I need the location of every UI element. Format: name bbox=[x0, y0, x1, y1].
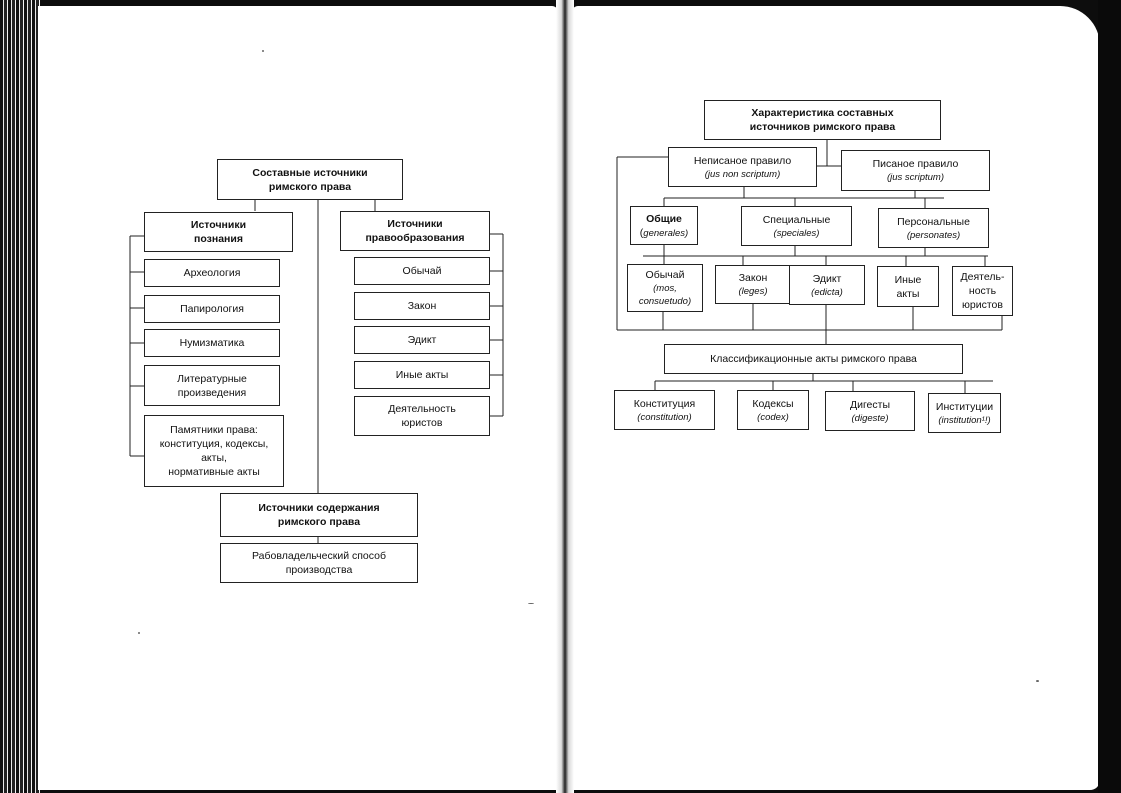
node-jurists-activity: Деятельность юристов bbox=[354, 396, 490, 436]
node-other-acts: Иные акты bbox=[354, 361, 490, 389]
node-composite-sources: Составные источники римского права bbox=[217, 159, 403, 200]
node-constitution: Конституция (constitution) bbox=[614, 390, 715, 430]
node-other-acts-right: Иные акты bbox=[877, 266, 939, 307]
scan-speck bbox=[138, 632, 140, 634]
scan-speck bbox=[262, 50, 264, 52]
node-classification-acts: Классификационные акты римского права bbox=[664, 344, 963, 374]
book-gutter bbox=[556, 0, 574, 793]
node-written-rule: Писаное правило (jus scriptum) bbox=[841, 150, 990, 191]
node-slave-mode-of-production: Рабовладельческий способ производства bbox=[220, 543, 418, 583]
node-archaeology: Археология bbox=[144, 259, 280, 287]
node-literary-works: Литературные произведения bbox=[144, 365, 280, 406]
node-law-leges: Закон (leges) bbox=[715, 265, 791, 304]
node-sources-of-lawmaking: Источники правообразования bbox=[340, 211, 490, 251]
node-special: Специальные (speciales) bbox=[741, 206, 852, 246]
node-codes: Кодексы (codex) bbox=[737, 390, 809, 430]
scan-speck bbox=[528, 603, 534, 604]
node-jurists-activity-right: Деятель- ность юристов bbox=[952, 266, 1013, 316]
node-characteristics: Характеристика составных источников римс… bbox=[704, 100, 941, 140]
node-sources-of-cognition: Источники познания bbox=[144, 212, 293, 252]
node-edict: Эдикт bbox=[354, 326, 490, 354]
node-digests: Дигесты (digeste) bbox=[825, 391, 915, 431]
node-unwritten-rule: Неписаное правило (jus non scriptum) bbox=[668, 147, 817, 187]
book-edge-right bbox=[1098, 0, 1121, 793]
node-general: Общие (generales) bbox=[630, 206, 698, 245]
node-numismatics: Нумизматика bbox=[144, 329, 280, 357]
node-legal-monuments: Памятники права: конституция, кодексы, а… bbox=[144, 415, 284, 487]
node-edict-edicta: Эдикт (edicta) bbox=[789, 265, 865, 305]
scan-speck bbox=[1036, 680, 1039, 682]
node-law: Закон bbox=[354, 292, 490, 320]
node-institutions: Институции (institution¹!) bbox=[928, 393, 1001, 433]
node-custom-mos: Обычай (mos, consuetudo) bbox=[627, 264, 703, 312]
node-papyrology: Папирология bbox=[144, 295, 280, 323]
node-sources-of-content: Источники содержания римского права bbox=[220, 493, 418, 537]
book-edge-left bbox=[0, 0, 40, 793]
node-personal: Персональные (personates) bbox=[878, 208, 989, 248]
node-custom: Обычай bbox=[354, 257, 490, 285]
